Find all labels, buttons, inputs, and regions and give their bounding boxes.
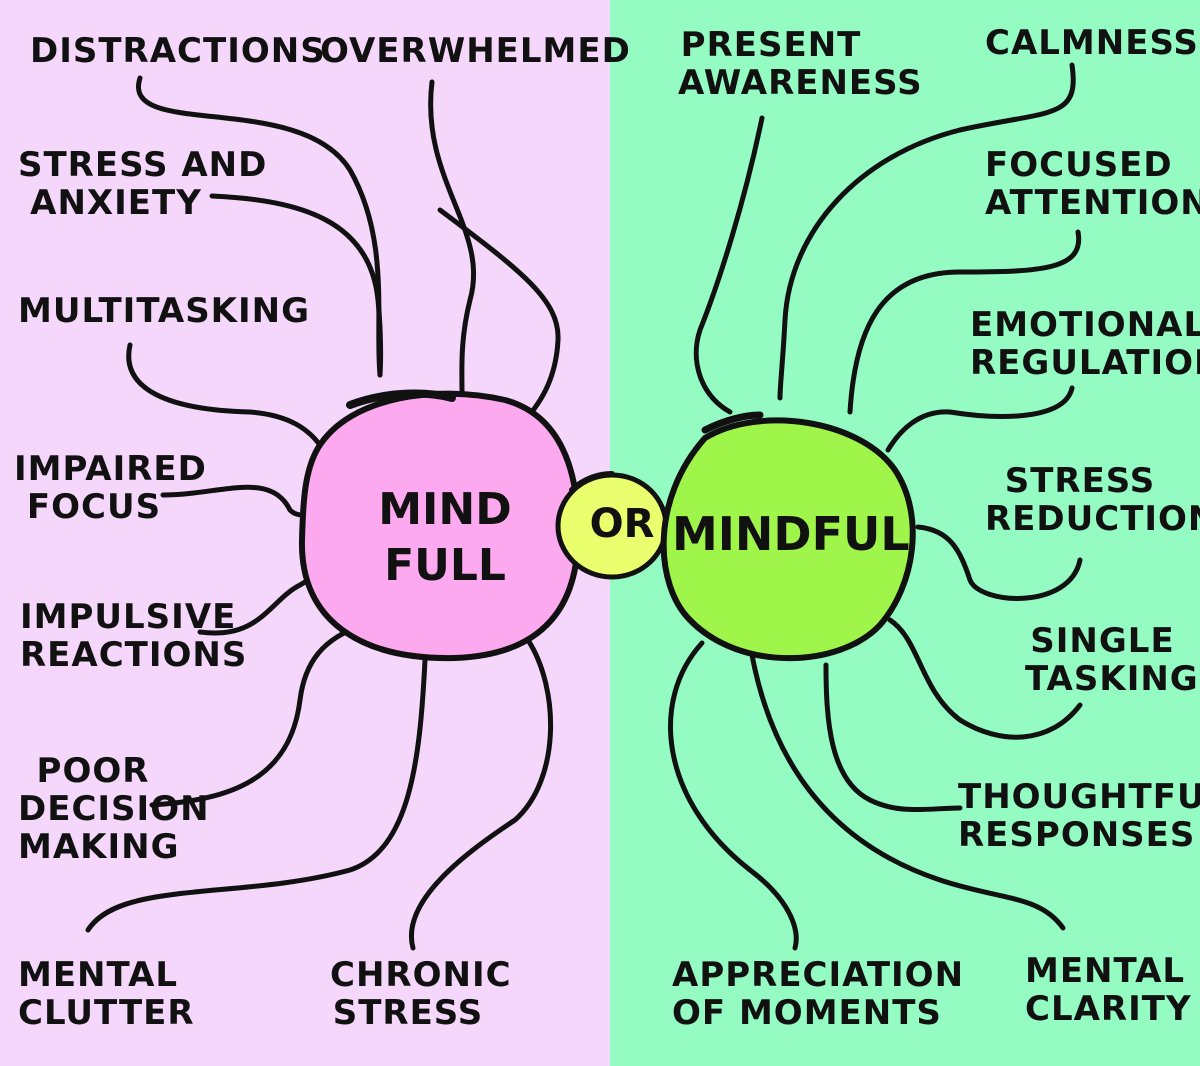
label-impulsive-reactions-line-1: IMPULSIVE: [20, 597, 237, 637]
label-impulsive-reactions-line-2: REACTIONS: [20, 635, 248, 675]
connector-chronic-stress: [408, 637, 554, 951]
mind-full-bubble: [298, 390, 582, 662]
connector-impaired-focus: [160, 484, 308, 518]
connector-mental-clutter: [85, 657, 428, 933]
label-impulsive-reactions: IMPULSIVE REACTIONS: [20, 597, 248, 675]
mind-full-title: MIND FULL: [375, 482, 515, 594]
label-appreciation-of-moments-line-2: OF MOMENTS: [672, 993, 942, 1033]
connector-focused-attention: [847, 229, 1082, 415]
label-mental-clutter-line-1: MENTAL: [18, 955, 179, 995]
or-bubble-accent: [569, 471, 615, 493]
connector-single-tasking: [887, 617, 1083, 740]
connector-overwhelmed-outer: [437, 207, 561, 431]
label-chronic-stress-line-1: CHRONIC: [330, 955, 512, 995]
mind-full-line-1: MIND: [378, 484, 512, 535]
label-distractions-line: DISTRACTIONS: [30, 31, 326, 71]
label-poor-decision-making-line-3: MAKING: [18, 827, 180, 867]
label-focused-attention-line-2: ATTENTION: [985, 183, 1200, 223]
label-chronic-stress-line-2: STRESS: [332, 993, 484, 1033]
label-appreciation-of-moments: APPRECIATION OF MOMENTS: [672, 955, 965, 1033]
label-emotional-regulation-line-2: REGULATION: [970, 343, 1200, 383]
label-calmness-line: CALMNESS: [985, 23, 1199, 63]
label-calmness: CALMNESS: [985, 23, 1199, 63]
connector-stress-anxiety: [209, 193, 384, 378]
label-present-awareness-line-1: PRESENT: [680, 25, 862, 65]
label-chronic-stress: CHRONIC STRESS: [330, 955, 512, 1033]
mindful-bubble-accent: [701, 411, 764, 434]
label-multitasking-line: MULTITASKING: [18, 291, 311, 331]
label-emotional-regulation-line-1: EMOTIONAL: [970, 305, 1200, 345]
label-emotional-regulation: EMOTIONAL REGULATION: [970, 305, 1200, 383]
label-mental-clutter: MENTAL CLUTTER: [18, 955, 195, 1033]
label-overwhelmed: OVERWHELMED: [320, 32, 631, 70]
connector-calmness: [777, 62, 1076, 401]
label-impaired-focus-line-2: FOCUS: [26, 487, 162, 527]
label-focused-attention-line-1: FOCUSED: [985, 145, 1173, 185]
label-stress-reduction-line-1: STRESS: [1004, 461, 1156, 501]
label-multitasking: MULTITASKING: [18, 292, 310, 330]
label-mental-clarity: MENTAL CLARITY: [1025, 951, 1192, 1029]
connector-poor-decision: [149, 625, 358, 808]
connector-emotional-regulation: [885, 385, 1075, 453]
label-present-awareness-line-2: AWARENESS: [678, 63, 923, 103]
label-overwhelmed-line: OVERWHELMED: [320, 31, 631, 71]
label-poor-decision-making: POOR DECISION MAKING: [18, 751, 210, 867]
label-mental-clutter-line-2: CLUTTER: [18, 993, 195, 1033]
label-stress-and-anxiety: STRESS AND ANXIETY: [18, 145, 268, 223]
mindful-bubble: [660, 417, 916, 662]
label-impaired-focus-line-1: IMPAIRED: [14, 449, 207, 489]
or-label: OR: [589, 501, 655, 547]
label-mental-clarity-line-1: MENTAL: [1025, 951, 1186, 991]
mindful-title: MINDFUL: [672, 507, 910, 561]
label-single-tasking-line-1: SINGLE: [1030, 621, 1175, 661]
label-single-tasking-line-2: TASKING: [1025, 659, 1199, 699]
label-stress-reduction-line-2: REDUCTION: [985, 499, 1200, 539]
label-thoughtful-responses-line-2: RESPONSES: [958, 815, 1196, 855]
connector-appreciation: [668, 640, 799, 951]
connector-multitasking: [126, 342, 325, 451]
label-poor-decision-making-line-2: DECISION: [18, 789, 210, 829]
label-thoughtful-responses: THOUGHTFUL RESPONSES: [958, 777, 1200, 855]
connector-present-awareness: [693, 115, 765, 415]
mind-full-bubble-accent: [346, 389, 456, 409]
label-single-tasking: SINGLE TASKING: [1025, 621, 1199, 699]
label-impaired-focus: IMPAIRED FOCUS: [14, 449, 207, 527]
label-stress-and-anxiety-line-1: STRESS AND: [18, 145, 268, 185]
label-poor-decision-making-line-1: POOR: [36, 751, 150, 791]
label-stress-and-anxiety-line-2: ANXIETY: [30, 183, 202, 223]
mind-full-line-2: FULL: [384, 540, 506, 591]
label-stress-reduction: STRESS REDUCTION: [985, 461, 1200, 539]
label-distractions: DISTRACTIONS: [30, 32, 326, 70]
label-appreciation-of-moments-line-1: APPRECIATION: [672, 955, 965, 995]
label-present-awareness: PRESENT AWARENESS: [678, 25, 923, 103]
label-mental-clarity-line-2: CLARITY: [1025, 989, 1192, 1029]
connector-stress-reduction: [915, 524, 1083, 601]
connector-thoughtful: [823, 662, 963, 813]
label-focused-attention: FOCUSED ATTENTION: [985, 145, 1200, 223]
connector-overwhelmed: [428, 79, 477, 395]
connector-mental-clarity: [749, 652, 1066, 931]
label-thoughtful-responses-line-1: THOUGHTFUL: [958, 777, 1200, 817]
